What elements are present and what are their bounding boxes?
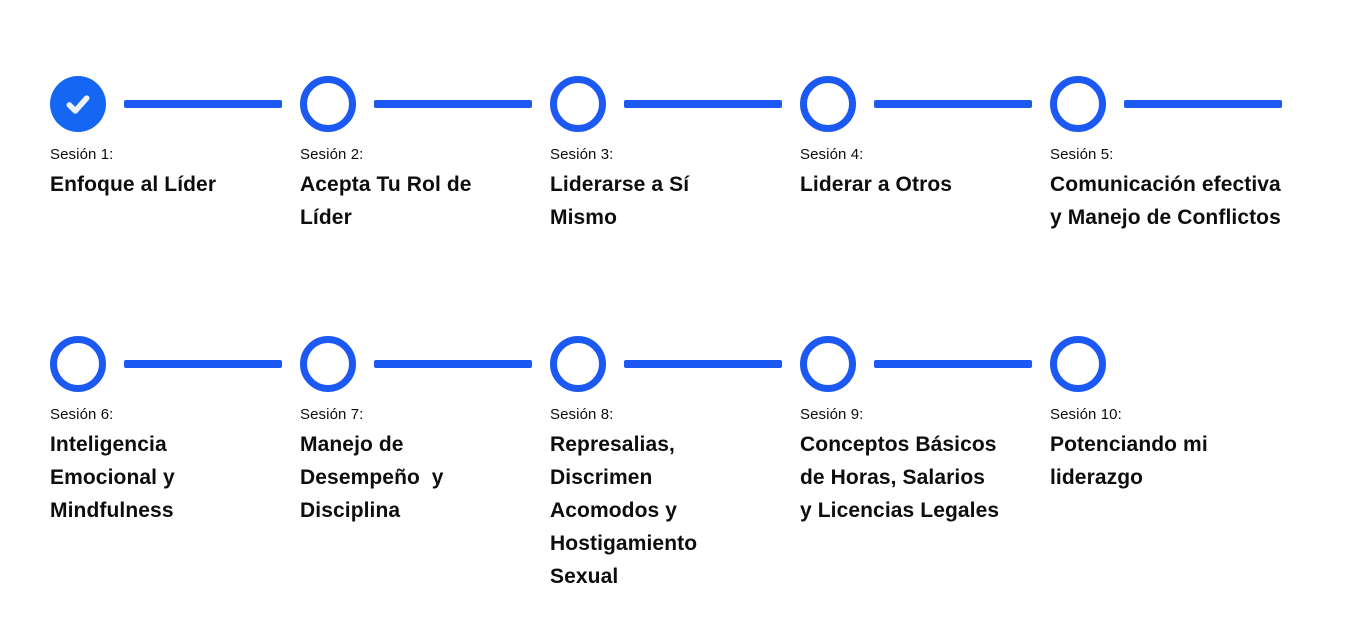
session-status-circle[interactable]	[50, 76, 106, 132]
session-title: Acepta Tu Rol de Líder	[300, 173, 472, 229]
session-title: Comunicación efectiva y Manejo de Confli…	[1050, 173, 1281, 229]
session-title: Liderar a Otros	[800, 173, 953, 196]
session-marker	[50, 336, 300, 392]
session-status-circle[interactable]	[50, 336, 106, 392]
session-label: Sesión 7:	[300, 406, 364, 423]
session-status-circle[interactable]	[800, 76, 856, 132]
connector-line	[624, 360, 782, 368]
session-item-7: Sesión 7: Manejo de Desempeño y Discipli…	[300, 336, 550, 593]
session-label: Sesión 2:	[300, 146, 364, 163]
session-marker	[1050, 76, 1300, 132]
session-label: Sesión 4:	[800, 146, 864, 163]
session-item-2: Sesión 2: Acepta Tu Rol de Líder	[300, 76, 550, 234]
session-marker	[800, 336, 1050, 392]
session-item-5: Sesión 5: Comunicación efectiva y Manejo…	[1050, 76, 1300, 234]
session-marker	[300, 336, 550, 392]
sessions-row-1: Sesión 1: Enfoque al Líder Sesión 2: Ace…	[50, 76, 1300, 234]
session-item-3: Sesión 3: Liderarse a Sí Mismo	[550, 76, 800, 234]
check-icon	[66, 95, 90, 114]
sessions-row-2: Sesión 6: Inteligencia Emocional y Mindf…	[50, 336, 1300, 593]
session-item-6: Sesión 6: Inteligencia Emocional y Mindf…	[50, 336, 300, 593]
session-marker	[50, 76, 300, 132]
session-marker	[1050, 336, 1300, 392]
session-title: Represalias, Discrimen Acomodos y Hostig…	[550, 433, 698, 588]
session-title: Conceptos Básicos de Horas, Salarios y L…	[800, 433, 1000, 522]
connector-line	[874, 100, 1032, 108]
session-title: Inteligencia Emocional y Mindfulness	[50, 433, 175, 522]
session-title: Manejo de Desempeño y Disciplina	[300, 433, 444, 522]
session-status-circle[interactable]	[300, 76, 356, 132]
session-item-10: Sesión 10: Potenciando mi liderazgo	[1050, 336, 1300, 593]
session-label: Sesión 1:	[50, 146, 114, 163]
connector-line	[374, 100, 532, 108]
session-title: Liderarse a Sí Mismo	[550, 173, 690, 229]
session-marker	[550, 76, 800, 132]
session-label: Sesión 8:	[550, 406, 614, 423]
session-marker	[300, 76, 550, 132]
session-item-1: Sesión 1: Enfoque al Líder	[50, 76, 300, 234]
session-status-circle[interactable]	[1050, 336, 1106, 392]
connector-line	[124, 100, 282, 108]
connector-line	[1124, 100, 1282, 108]
session-marker	[550, 336, 800, 392]
session-item-8: Sesión 8: Represalias, Discrimen Acomodo…	[550, 336, 800, 593]
session-title: Potenciando mi liderazgo	[1050, 433, 1208, 489]
session-label: Sesión 6:	[50, 406, 114, 423]
session-status-circle[interactable]	[300, 336, 356, 392]
connector-line	[624, 100, 782, 108]
session-label: Sesión 5:	[1050, 146, 1114, 163]
session-label: Sesión 3:	[550, 146, 614, 163]
session-status-circle[interactable]	[800, 336, 856, 392]
session-marker	[800, 76, 1050, 132]
session-status-circle[interactable]	[550, 76, 606, 132]
session-status-circle[interactable]	[1050, 76, 1106, 132]
connector-line	[374, 360, 532, 368]
session-status-circle[interactable]	[550, 336, 606, 392]
session-label: Sesión 9:	[800, 406, 864, 423]
connector-line	[874, 360, 1032, 368]
session-title: Enfoque al Líder	[50, 173, 217, 196]
connector-line	[124, 360, 282, 368]
session-label: Sesión 10:	[1050, 406, 1122, 423]
session-item-9: Sesión 9: Conceptos Básicos de Horas, Sa…	[800, 336, 1050, 593]
session-item-4: Sesión 4: Liderar a Otros	[800, 76, 1050, 234]
